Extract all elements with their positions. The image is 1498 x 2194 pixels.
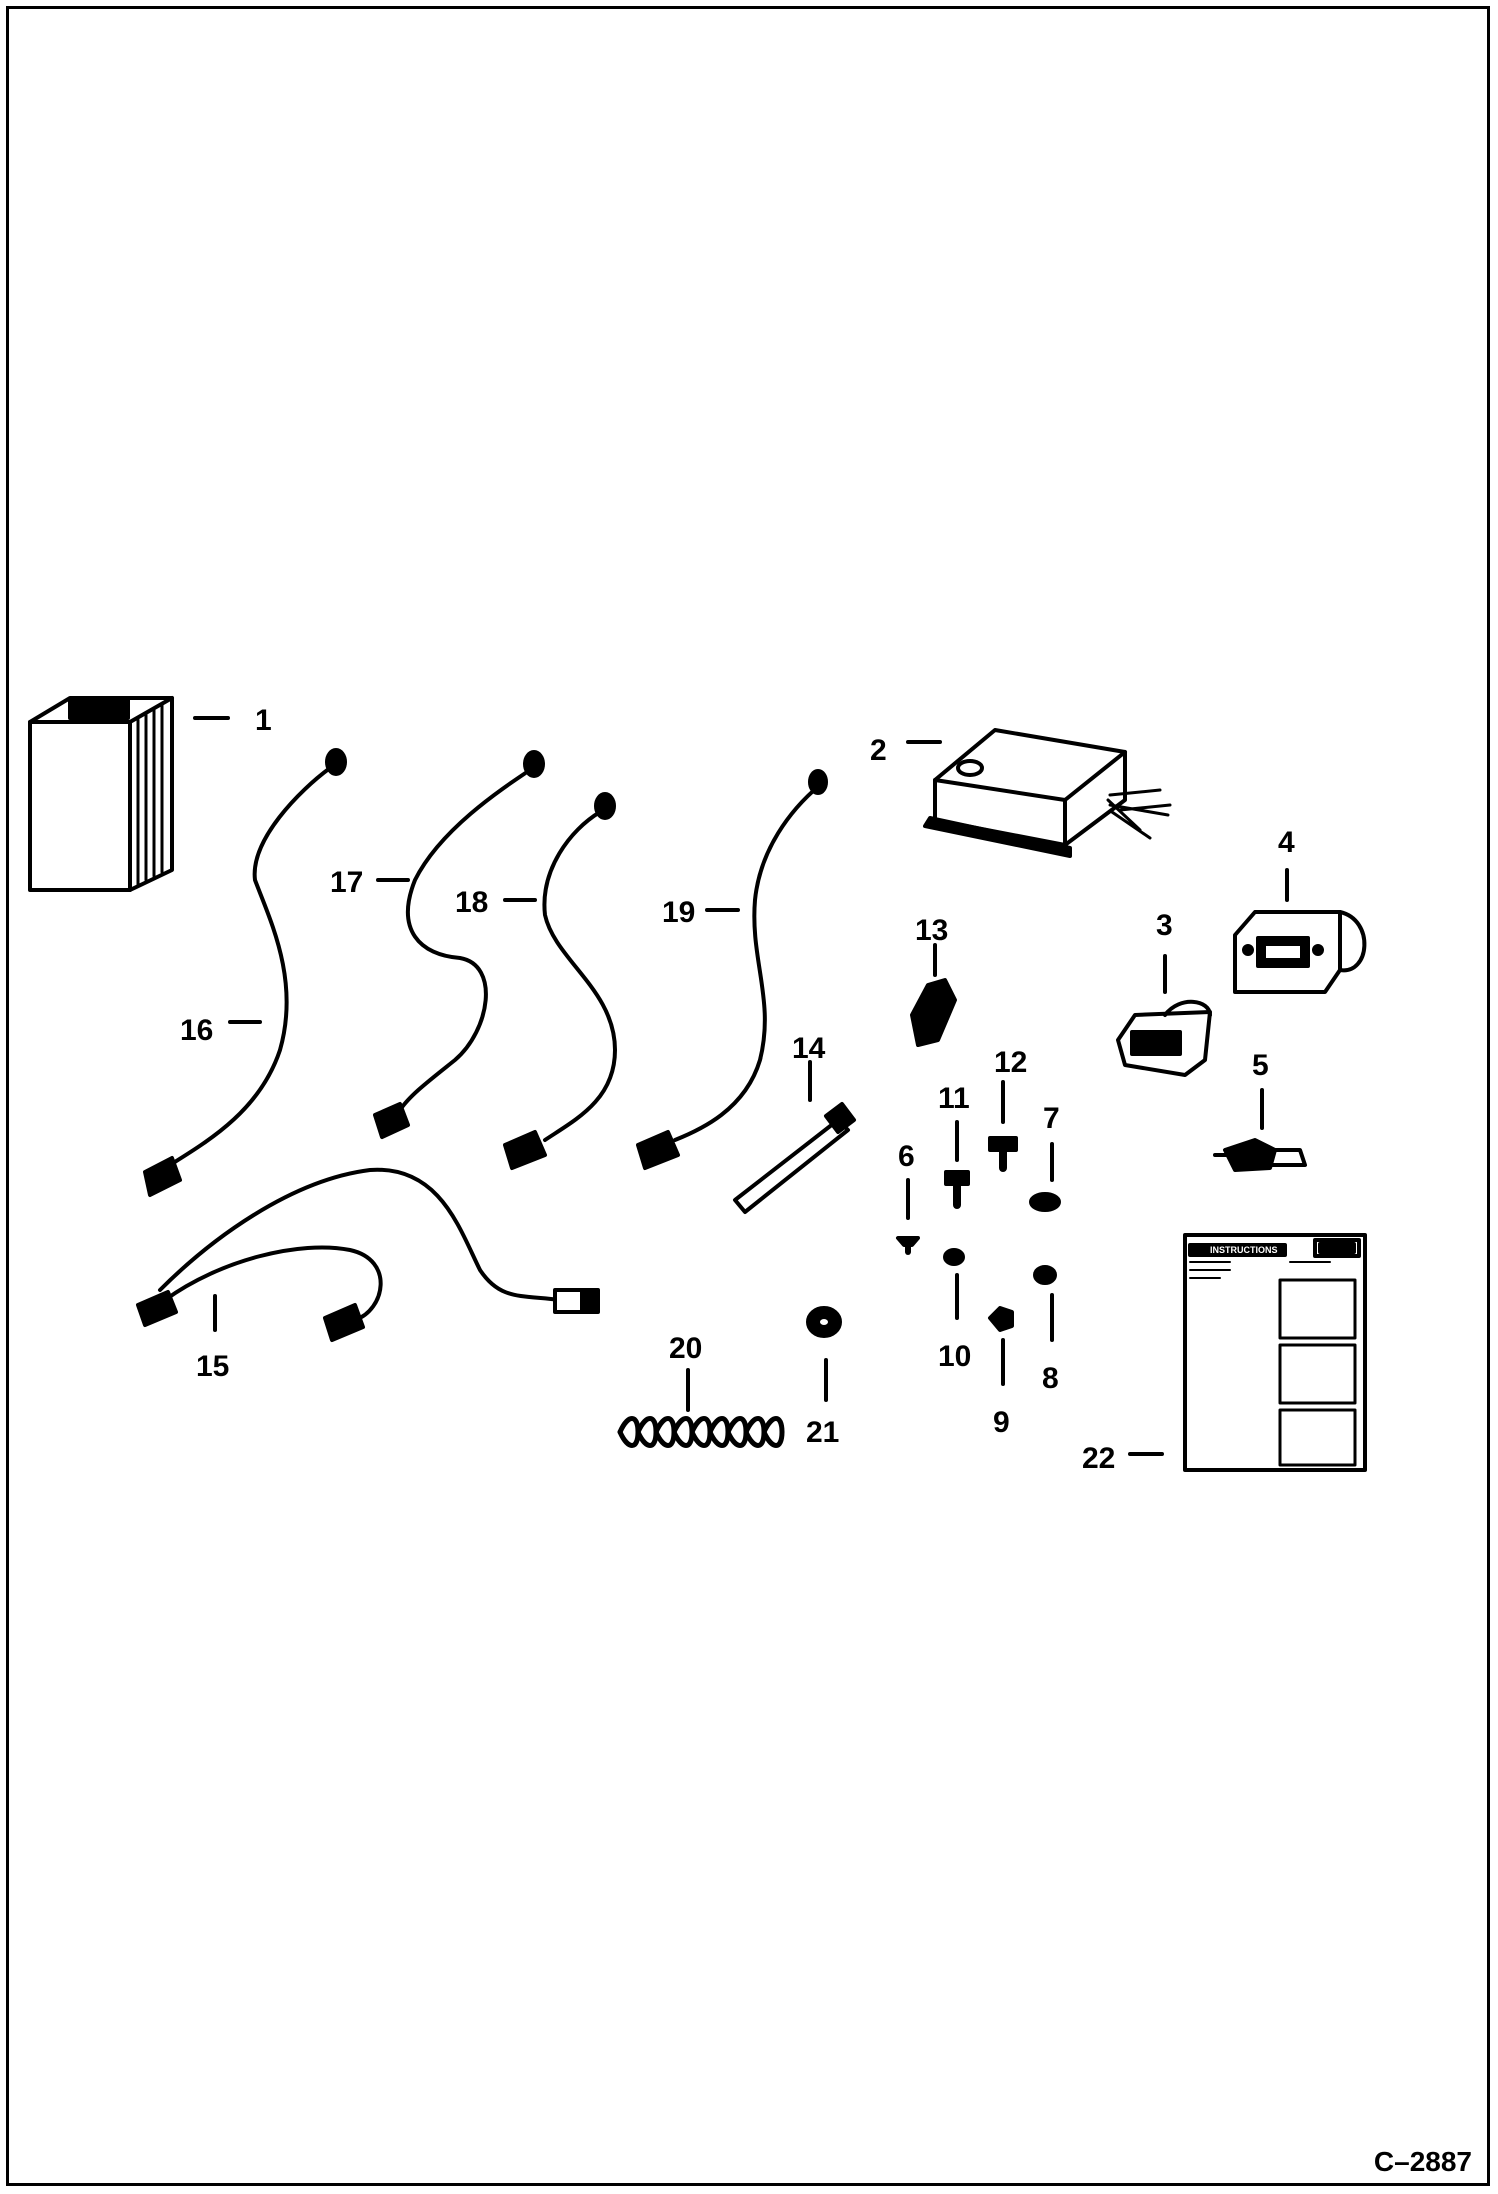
callout-6: 6 [898,1140,915,1173]
part-13-boot [910,943,957,1047]
callout-3: 3 [1156,909,1173,942]
figure-reference: C–2887 [1373,2146,1472,2177]
callout-22: 22 [1082,1442,1115,1475]
part-12-bolt [988,1080,1018,1172]
part-10-nut [943,1248,965,1320]
callout-19: 19 [662,896,695,929]
part-20-coil [617,1368,785,1448]
callout-16: 16 [180,1014,213,1047]
part-2-module [906,728,1172,858]
callout-17: 17 [330,866,363,899]
callout-7: 7 [1043,1102,1060,1135]
part-21-grommet [806,1306,842,1402]
part-7-washer [1029,1142,1061,1212]
part-4-bracket [1233,868,1367,994]
part-11-bolt [944,1120,970,1209]
callout-8: 8 [1042,1362,1059,1395]
part-14-tie [733,1060,857,1214]
part-6-screw [896,1178,920,1255]
callout-5: 5 [1252,1049,1269,1082]
callout-9: 9 [993,1406,1010,1439]
part-3-connector [1116,954,1212,1077]
callout-2: 2 [870,734,887,767]
part-8-nut [1033,1265,1057,1342]
part-15-harness [136,1167,600,1342]
part-19-harness [636,769,828,1170]
callout-13: 13 [915,914,948,947]
callout-4: 4 [1278,826,1295,859]
callout-12: 12 [994,1046,1027,1079]
part-17-harness [373,750,545,1139]
callout-1: 1 [255,704,272,737]
part-16-harness [143,748,347,1197]
part-22-instruction-sheet [1128,1233,1367,1472]
part-5-sensor [1213,1088,1307,1172]
diagram-border [6,6,1490,2186]
callout-15: 15 [196,1350,229,1383]
part-1-box [28,696,230,892]
callout-21: 21 [806,1416,839,1449]
part-9-nut [988,1306,1014,1386]
callout-11: 11 [938,1082,970,1115]
part-18-harness [503,792,617,1170]
callout-10: 10 [938,1340,971,1373]
callout-18: 18 [455,886,488,919]
instruction-sheet-heading: INSTRUCTIONS [1210,1245,1278,1255]
callout-20: 20 [669,1332,702,1365]
callout-14: 14 [792,1032,826,1065]
